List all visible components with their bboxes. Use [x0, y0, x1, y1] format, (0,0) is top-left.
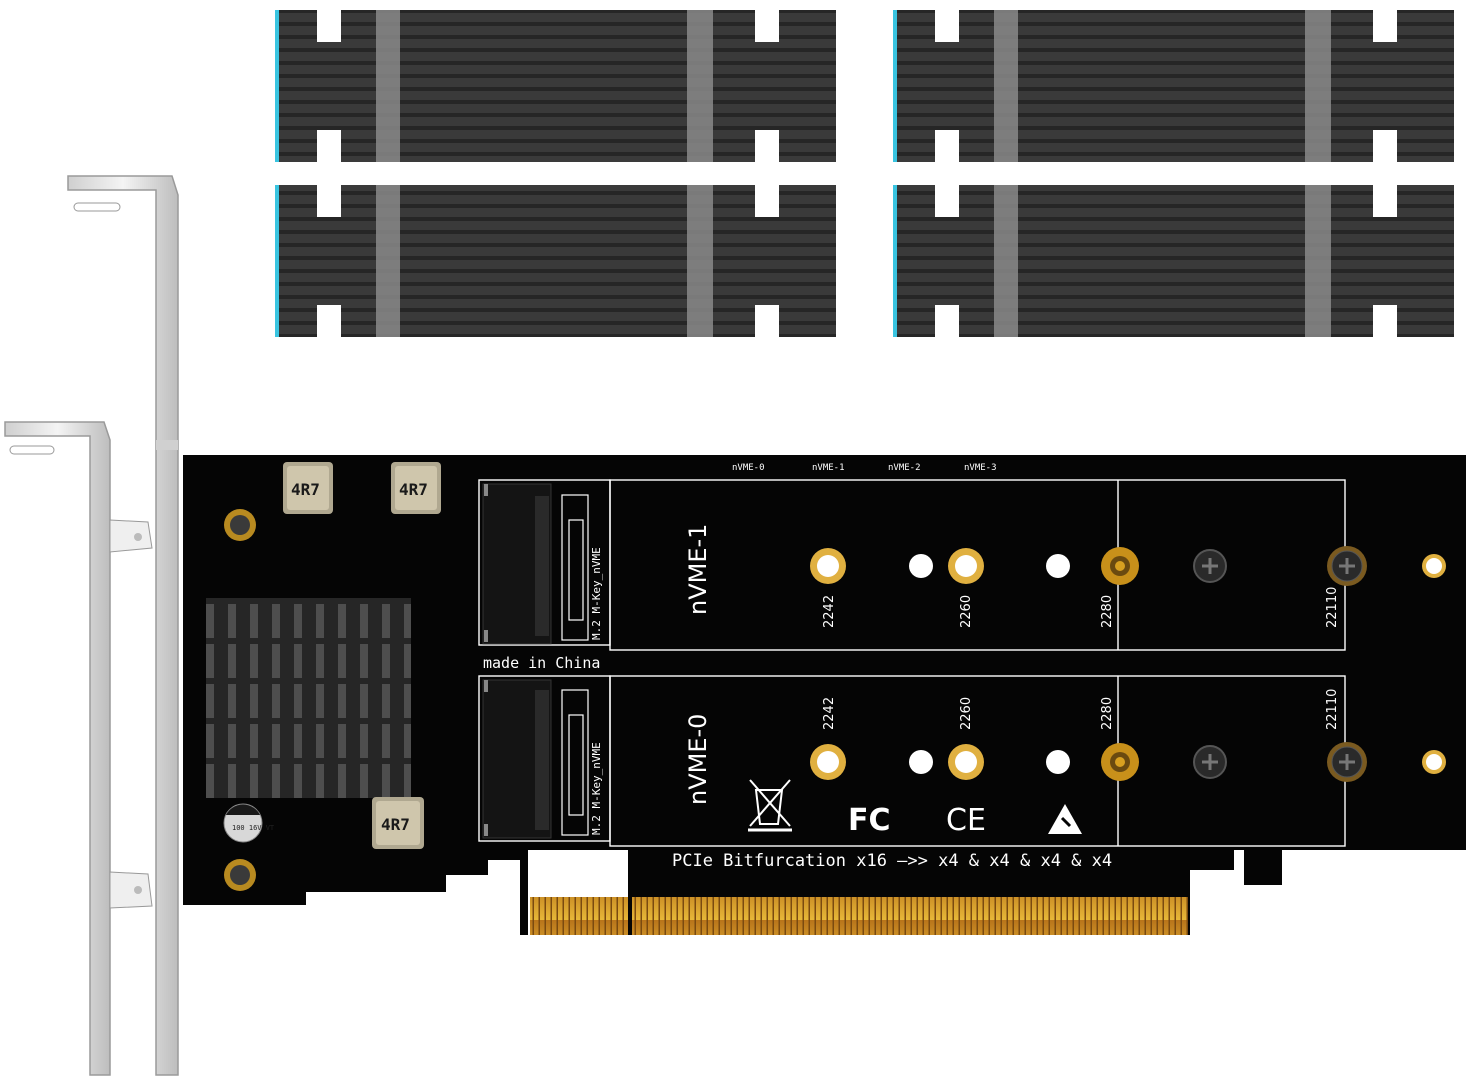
esd-warning-icon: [1048, 804, 1082, 834]
length-label-upper-22110: 22110: [1325, 587, 1340, 628]
bracket-tall: [67, 175, 179, 1076]
m2-key-label-lower: M.2 M-Key_nVME: [590, 742, 603, 835]
svg-text:100 16V VT: 100 16V VT: [232, 824, 275, 832]
m2-key-label-upper: M.2 M-Key_nVME: [590, 547, 603, 640]
gold-fingers-long: [632, 897, 1188, 935]
top-label-nvme-3: nVME-3: [964, 463, 997, 473]
top-label-nvme-0: nVME-0: [732, 463, 765, 473]
length-label-lower-2260: 2260: [959, 697, 974, 730]
gold-fingers-short: [530, 897, 628, 935]
length-label-upper-2260: 2260: [959, 595, 974, 628]
inductor-1: 4R7: [283, 462, 333, 514]
bifurcation-label: PCIe Bitfurcation x16 —>> x4 & x4 & x4 &…: [672, 851, 1112, 871]
length-label-upper-2242: 2242: [822, 595, 837, 628]
svg-text:4R7: 4R7: [291, 480, 320, 499]
top-label-nvme-1: nVME-1: [812, 463, 845, 473]
slot-name-lower: nVME-0: [684, 714, 712, 805]
m2-connector-upper: [482, 483, 552, 645]
heatsink-2: [893, 10, 1454, 162]
pcie-card: M.2 M-Key_nVME M.2 M-Key_nVME nVME-1 nVM…: [183, 455, 1466, 935]
top-label-nvme-2: nVME-2: [888, 463, 921, 473]
heatsinks: [275, 10, 1454, 337]
small-chip-label: 400: [464, 874, 477, 882]
heatsink-4: [893, 185, 1454, 337]
screw-icon: [224, 509, 1367, 891]
weee-bin-icon: [748, 779, 792, 832]
svg-text:4R7: 4R7: [381, 815, 410, 834]
length-label-lower-2242: 2242: [822, 697, 837, 730]
mount-holes-lower: [810, 744, 1446, 780]
length-label-lower-22110: 22110: [1325, 689, 1340, 730]
fcc-icon: FC: [848, 803, 891, 838]
slot-name-upper: nVME-1: [684, 524, 712, 615]
inductor-2: 4R7: [391, 462, 441, 514]
heatsink-3: [275, 185, 836, 337]
heatsink-1: [275, 10, 836, 162]
heatsink-icon: [206, 598, 411, 798]
made-in-label: made in China: [483, 654, 600, 672]
length-label-lower-2280: 2280: [1100, 697, 1115, 730]
capacitor: 100 16V VT: [223, 803, 275, 843]
mount-holes-upper: [810, 548, 1446, 584]
standoff-icon: [1101, 547, 1139, 781]
m2-connector-lower: [482, 679, 552, 839]
inductor-3: 4R7: [372, 797, 424, 849]
svg-text:4R7: 4R7: [399, 480, 428, 499]
ce-icon: CE: [946, 803, 986, 838]
length-label-upper-2280: 2280: [1100, 595, 1115, 628]
bracket-short: [4, 421, 153, 1076]
